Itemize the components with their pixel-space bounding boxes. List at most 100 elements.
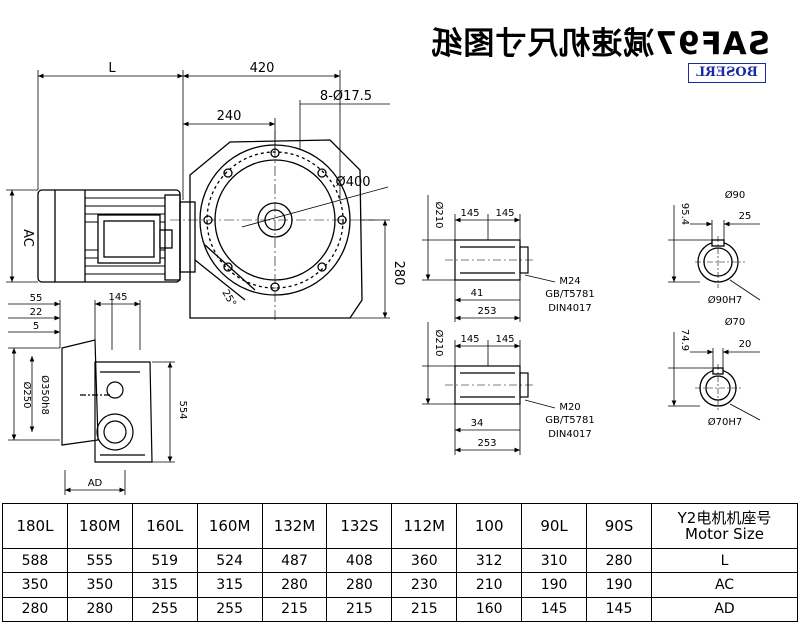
shaft-a-thread: M24 <box>559 276 580 287</box>
terminal-box <box>97 214 161 264</box>
shaft-a-145b: 145 <box>495 208 514 219</box>
size-cell: 100 <box>456 503 523 549</box>
dim-420: 420 <box>250 61 275 76</box>
table-cell: 408 <box>326 547 393 574</box>
section-a-dimensions <box>668 205 761 301</box>
section-a-key: 25 <box>739 211 752 222</box>
table-cell: 145 <box>521 596 588 623</box>
shaft-a-dia: Ø210 <box>433 202 445 229</box>
table-cell: 215 <box>261 596 328 623</box>
shaft-b-thread: M20 <box>559 402 580 413</box>
table-cell: 280 <box>66 596 133 623</box>
section-b-dimensions <box>668 332 761 421</box>
table-cell: 215 <box>326 596 393 623</box>
dim-angle: 25° <box>219 288 237 309</box>
table-cell: 524 <box>196 547 263 574</box>
dim-55: 55 <box>30 293 43 304</box>
size-cell: 180L <box>2 503 68 549</box>
dim-dia250: Ø250 <box>21 382 33 409</box>
size-cell: 132S <box>326 503 393 549</box>
row-label: AD <box>651 596 798 623</box>
table-cell: 312 <box>456 547 523 574</box>
dim-280: 280 <box>391 261 406 286</box>
section-a-bore: Ø90H7 <box>708 294 742 306</box>
main-view-labels: L 420 240 8-Ø17.5 Ø400 280 AC 25° <box>20 61 406 309</box>
shaft-b-dia: Ø210 <box>433 330 445 357</box>
table-cell: 230 <box>391 572 458 598</box>
table-cell: 350 <box>2 572 68 598</box>
shaft-a-dimensions <box>422 195 556 322</box>
size-cell: 132M <box>261 503 328 549</box>
dim-L: L <box>108 61 116 76</box>
header-line-1: Y2电机机座号 <box>677 509 772 527</box>
table-cell: 487 <box>261 547 328 574</box>
table-cell: 280 <box>261 572 328 598</box>
shaft-b-std2: DIN4017 <box>548 429 592 440</box>
dim-dia350h: Ø350h8 <box>39 375 51 415</box>
shaft-a-std2: DIN4017 <box>548 303 592 314</box>
row-label: AC <box>651 572 798 598</box>
dim-22: 22 <box>30 307 43 318</box>
dim-dia400: Ø400 <box>335 175 370 190</box>
shaft-b-dimensions <box>422 322 556 455</box>
section-b <box>695 364 742 412</box>
size-cell: 90S <box>586 503 652 549</box>
table-cell: 315 <box>196 572 263 598</box>
table-cell: 255 <box>196 596 263 623</box>
dim-554: 554 <box>177 400 188 419</box>
shaft-b-145a: 145 <box>460 334 479 345</box>
table-header-row: 180L 180M 160L 160M 132M 132S 112M 100 9… <box>2 503 798 549</box>
shaft-b-34: 34 <box>471 418 484 429</box>
table-cell: 280 <box>2 596 68 623</box>
section-a-depth: 95.4 <box>679 203 690 225</box>
table-cell: 160 <box>456 596 523 623</box>
section-b-name: Ø70 <box>725 316 746 328</box>
table-cell: 255 <box>131 596 198 623</box>
shaft-a-145a: 145 <box>460 208 479 219</box>
table-cell: 310 <box>521 547 588 574</box>
dim-holes: 8-Ø17.5 <box>320 89 372 104</box>
end-view-dimensions <box>8 300 175 495</box>
size-cell: 180M <box>66 503 133 549</box>
end-view <box>61 339 153 463</box>
shaft-b-145b: 145 <box>495 334 514 345</box>
table-cell: 210 <box>456 572 523 598</box>
table-row: 350 350 315 315 280 280 230 210 190 190 … <box>2 572 798 598</box>
shaft-a-std1: GB/T5781 <box>545 289 595 300</box>
table-cell: 360 <box>391 547 458 574</box>
table-row: 280 280 255 255 215 215 215 160 145 145 … <box>2 596 798 623</box>
shaft-b-std1: GB/T5781 <box>545 415 595 426</box>
section-a <box>695 236 745 288</box>
table-cell: 280 <box>326 572 393 598</box>
size-cell: 160M <box>196 503 263 549</box>
shaft-a-253: 253 <box>477 306 496 317</box>
section-a-labels: Ø90 25 95.4 Ø90H7 <box>679 189 751 306</box>
table-cell: 588 <box>2 547 68 574</box>
table-cell: 315 <box>131 572 198 598</box>
shaft-a-41: 41 <box>471 288 484 299</box>
size-cell: 90L <box>521 503 588 549</box>
end-view-bore <box>96 413 134 451</box>
dim-240: 240 <box>217 109 242 124</box>
main-view <box>37 130 375 320</box>
shaft-b <box>445 365 535 405</box>
table-cell: 145 <box>586 596 652 623</box>
table-cell: 555 <box>66 547 133 574</box>
end-view-labels: 55 22 5 145 Ø250 Ø350h8 554 AD <box>21 292 188 489</box>
dim-AD: AD <box>88 478 103 489</box>
main-view-dimensions <box>6 70 390 319</box>
table-cell: 215 <box>391 596 458 623</box>
shaft-b-labels: Ø210 145 145 M20 GB/T5781 DIN4017 34 253 <box>433 330 595 449</box>
table-row: 588 555 519 524 487 408 360 312 310 280 … <box>2 547 798 574</box>
table-cell: 350 <box>66 572 133 598</box>
section-a-name: Ø90 <box>725 189 746 201</box>
dim-145: 145 <box>108 292 127 303</box>
shaft-a-labels: Ø210 145 145 M24 GB/T5781 DIN4017 41 253 <box>433 202 595 317</box>
table-cell: 190 <box>586 572 652 598</box>
gear-housing <box>189 139 363 319</box>
table-cell: 280 <box>586 547 652 574</box>
dim-AC: AC <box>20 229 35 247</box>
section-b-key: 20 <box>739 339 752 350</box>
shaft-a <box>445 239 535 281</box>
